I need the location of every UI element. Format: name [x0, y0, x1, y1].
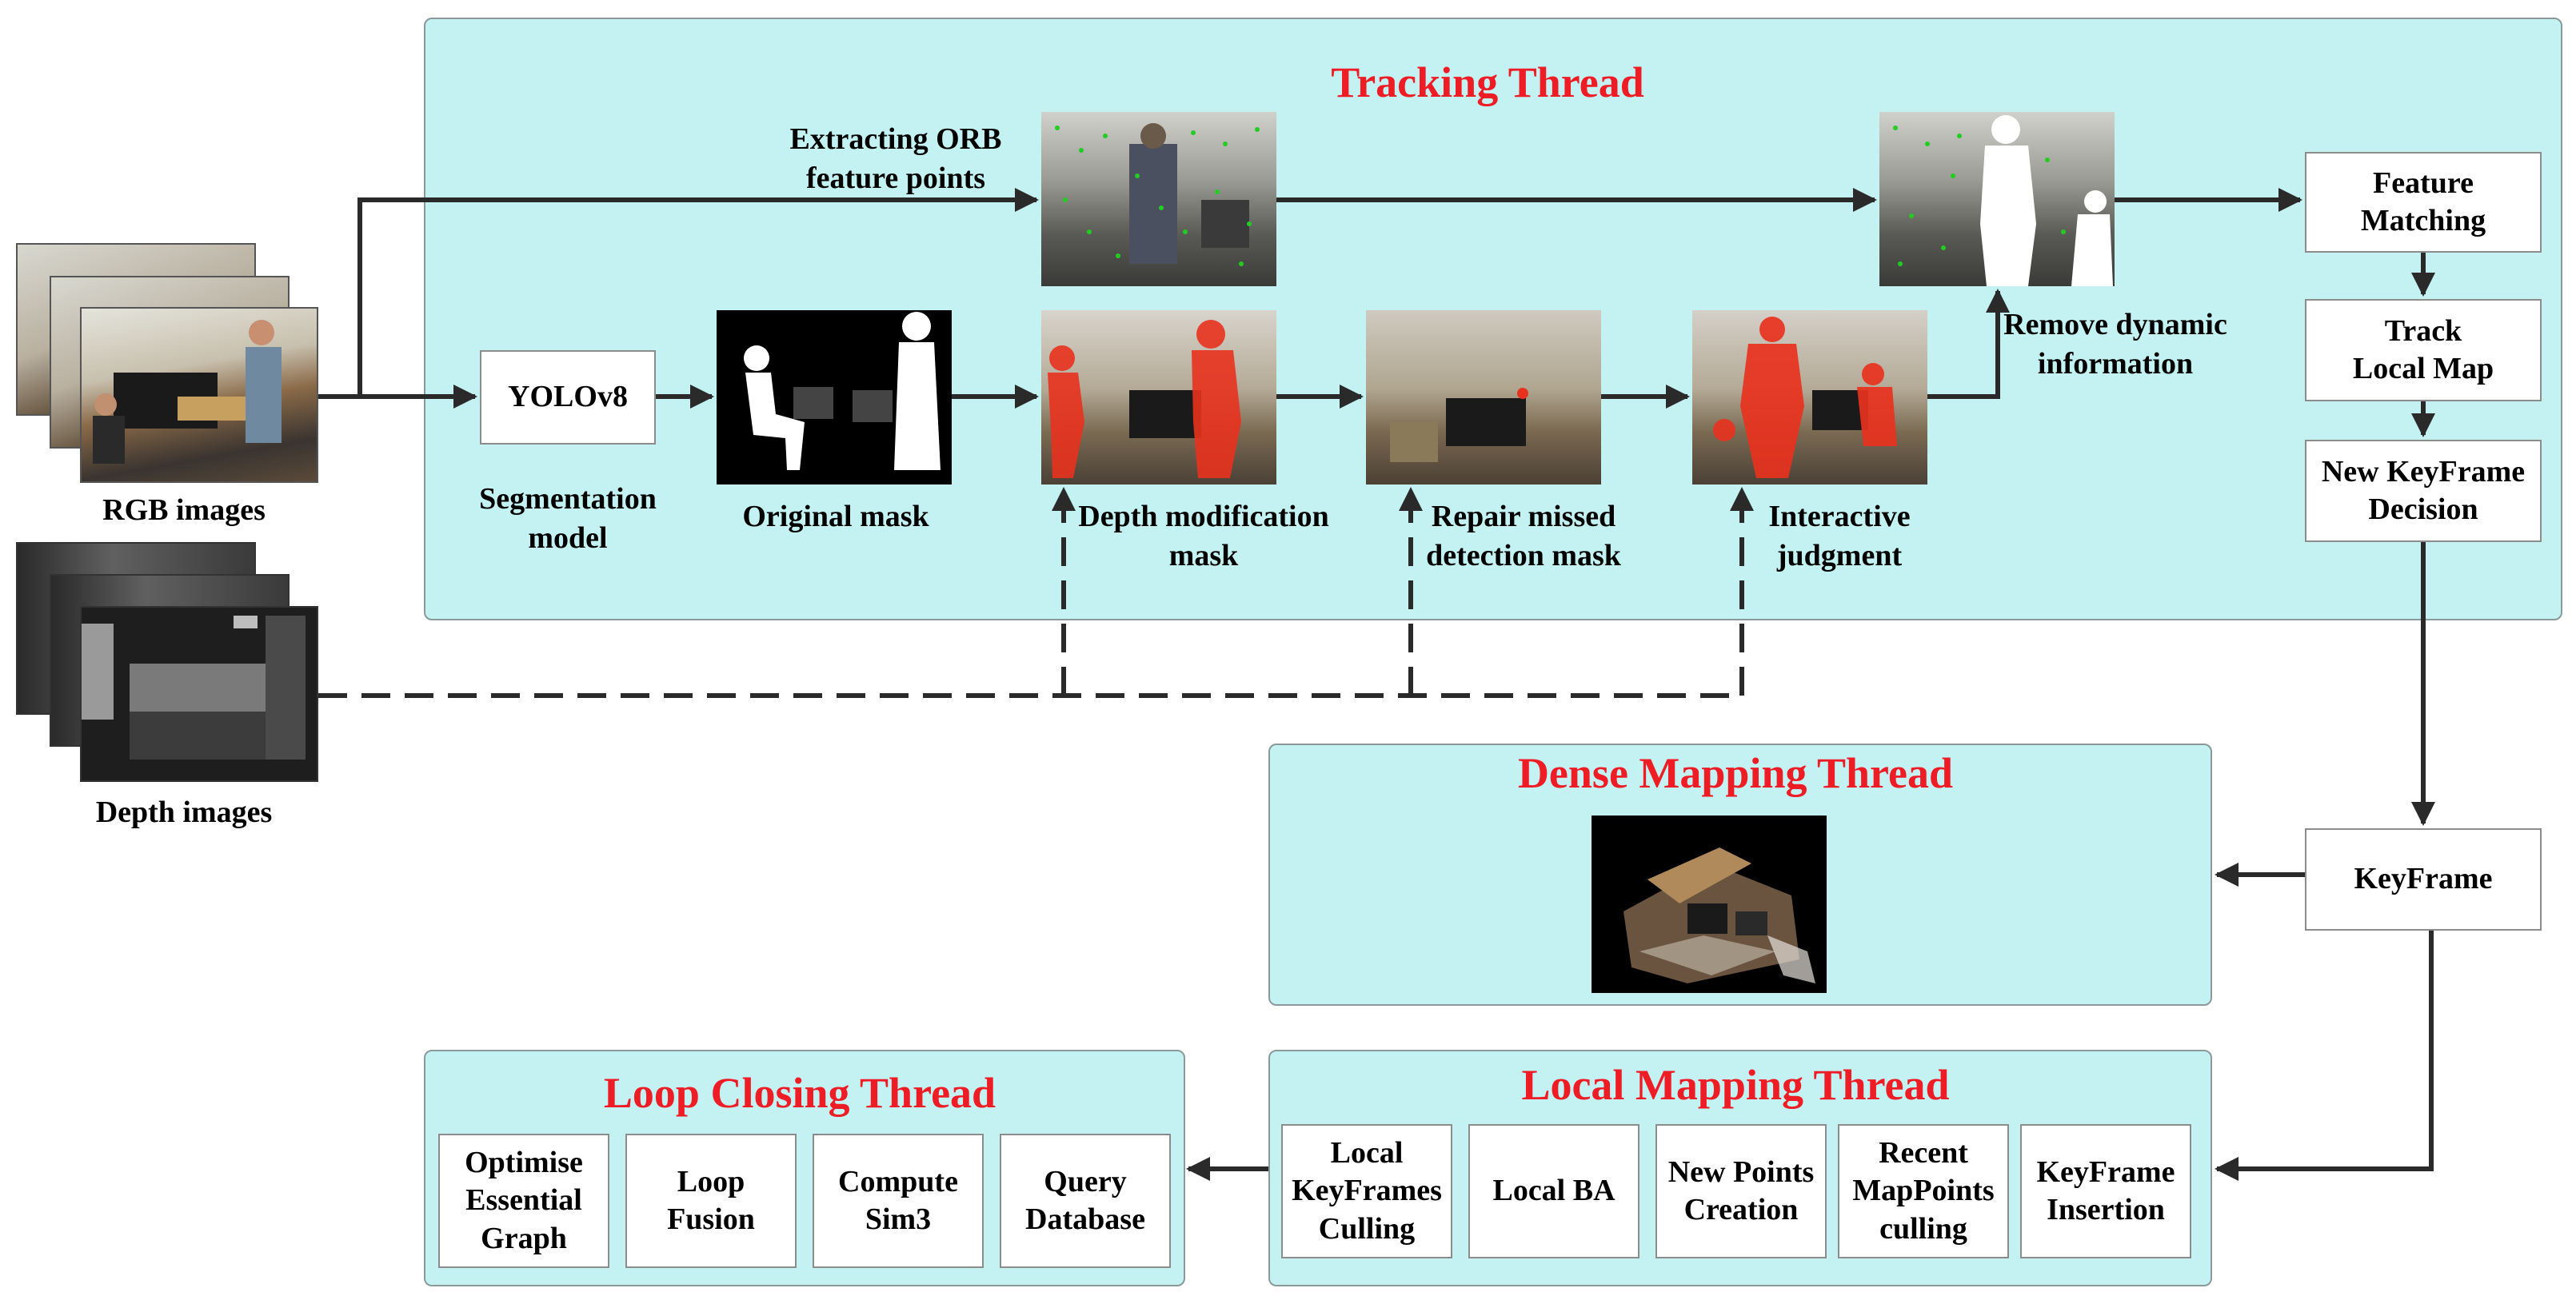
orb-feature-image — [1041, 112, 1276, 286]
local-ba-box: Local BA — [1468, 1124, 1639, 1258]
original-mask-label: Original mask — [742, 500, 929, 533]
remove-dynamic-image — [1879, 112, 2115, 286]
interactive-judgment-label: Interactive judgment — [1768, 500, 1911, 572]
arrow-keyframe-to-local-mapping — [2215, 931, 2434, 1181]
loop-closing-thread-title: Loop Closing Thread — [603, 1069, 996, 1117]
depth-images-label: Depth images — [95, 796, 273, 829]
keyframe-box: KeyFrame — [2305, 828, 2542, 931]
arrow-rgb-to-orb — [357, 188, 1039, 397]
original-mask-image — [717, 310, 952, 485]
repair-missed-detection-label: Repair missed detection mask — [1426, 500, 1621, 572]
depth-modification-mask-image — [1041, 310, 1276, 485]
local-mapping-thread-title: Local Mapping Thread — [1521, 1061, 1950, 1109]
repair-missed-detection-image — [1366, 310, 1601, 485]
orb-extraction-label: Extracting ORB feature points — [789, 122, 1002, 195]
yolov8-box: YOLOv8 — [480, 350, 656, 445]
dense-map-image — [1592, 815, 1827, 993]
loop-fusion-box: Loop Fusion — [625, 1134, 797, 1268]
dense-mapping-thread-title: Dense Mapping Thread — [1517, 749, 1954, 797]
new-keyframe-decision-box: New KeyFrame Decision — [2305, 440, 2542, 542]
keyframe-insertion-box: KeyFrame Insertion — [2020, 1124, 2191, 1258]
interactive-judgment-image — [1692, 310, 1927, 485]
optimise-essential-graph-box: Optimise Essential Graph — [438, 1134, 609, 1268]
recent-mappoints-culling-box: Recent MapPoints culling — [1838, 1124, 2009, 1258]
segmentation-model-label: Segmentation model — [479, 482, 657, 555]
compute-sim3-box: Compute Sim3 — [813, 1134, 984, 1268]
local-keyframes-culling-box: Local KeyFrames Culling — [1281, 1124, 1452, 1258]
track-local-map-box: Track Local Map — [2305, 299, 2542, 401]
tracking-thread-title: Tracking Thread — [1331, 58, 1644, 106]
rgb-image-front — [80, 307, 318, 483]
query-database-box: Query Database — [1000, 1134, 1171, 1268]
rgb-images-label: RGB images — [102, 493, 266, 527]
depth-modification-label: Depth modification mask — [1078, 500, 1329, 572]
arrow-interactive-to-remove — [1927, 289, 2010, 399]
new-points-creation-box: New Points Creation — [1655, 1124, 1827, 1258]
remove-dynamic-label: Remove dynamic information — [2003, 308, 2227, 381]
depth-image-front — [80, 606, 318, 782]
feature-matching-box: Feature Matching — [2305, 152, 2542, 253]
